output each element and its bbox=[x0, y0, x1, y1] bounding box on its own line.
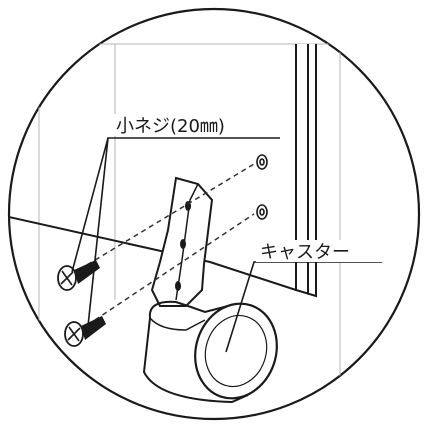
cabinet-side-panel bbox=[295, 44, 317, 298]
nut-upper bbox=[256, 154, 268, 170]
caster-bracket bbox=[150, 176, 214, 307]
bracket-hole-lower bbox=[175, 281, 181, 291]
screw-label-group: 小ネジ(20㎜) bbox=[112, 114, 290, 137]
screw-label: 小ネジ(20㎜) bbox=[116, 116, 225, 137]
nut-lower bbox=[256, 204, 268, 220]
screw-leader-lines bbox=[71, 137, 280, 327]
caster-wheel bbox=[142, 300, 278, 404]
assembly-guide-lines bbox=[71, 163, 255, 331]
screw-lower bbox=[64, 316, 106, 347]
screw-upper bbox=[57, 260, 100, 291]
nuts bbox=[256, 154, 268, 220]
cabinet-bottom-edge bbox=[9, 214, 297, 291]
caster-label-group: キャスター bbox=[256, 240, 386, 263]
caster-label: キャスター bbox=[260, 242, 350, 263]
bracket-hole-middle bbox=[180, 239, 186, 249]
